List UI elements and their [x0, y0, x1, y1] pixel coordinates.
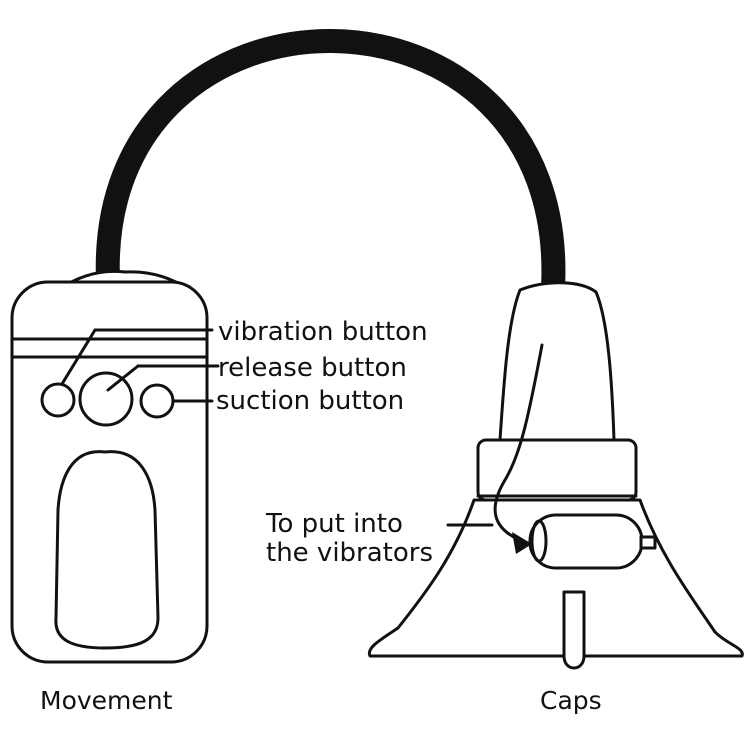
vibrator-wire: [493, 343, 544, 545]
vibrator-wire-arrowhead: [512, 532, 532, 554]
release-button[interactable]: [78, 371, 134, 427]
cap-collar: [476, 438, 638, 502]
movement-body: [10, 280, 209, 664]
vibration-button[interactable]: [40, 382, 76, 418]
movement-caption: Movement: [40, 686, 173, 715]
release-button-leader: [106, 364, 140, 392]
movement-unit: [10, 269, 209, 664]
insert-note-line2: the vibrators: [266, 538, 433, 568]
suction-button-label: suction button: [216, 386, 404, 416]
caps-caption: Caps: [540, 686, 602, 715]
connecting-hose: [95, 29, 566, 289]
suction-button[interactable]: [139, 383, 175, 419]
vibration-button-leader: [60, 328, 97, 386]
release-button-label: release button: [218, 353, 407, 383]
vibration-button-label: vibration button: [218, 317, 428, 347]
cap-inner-pin: [562, 590, 586, 670]
caps-unit: [367, 281, 744, 670]
insert-note-line1: To put into: [265, 509, 403, 539]
cap-upper-tube: [498, 281, 616, 442]
vibrator-capsule-end: [530, 519, 548, 563]
vibrator-capsule-tab: [639, 535, 657, 550]
movement-grip-recess: [54, 450, 160, 650]
